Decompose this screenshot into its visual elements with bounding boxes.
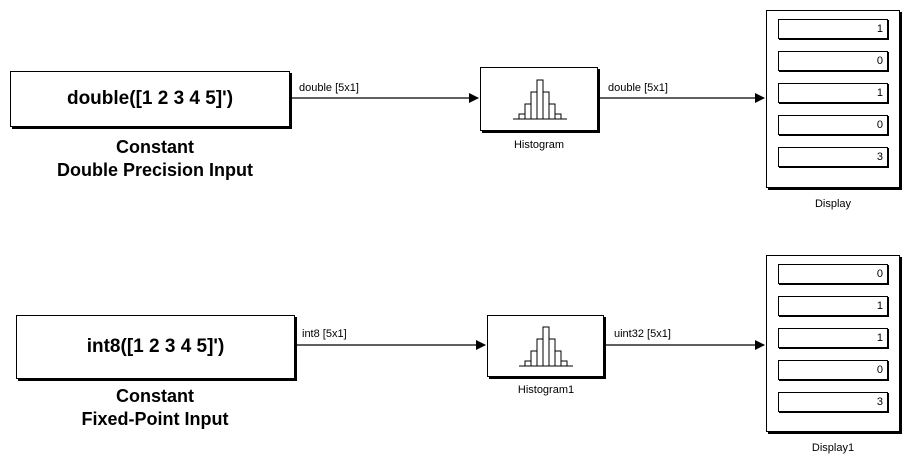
histogram1-block[interactable] xyxy=(487,315,604,377)
display-cell: 3 xyxy=(778,392,888,412)
caption-line-1: Constant xyxy=(116,137,194,157)
histogram-block[interactable] xyxy=(480,67,598,131)
histogram-label: Histogram xyxy=(513,139,565,151)
display-cell: 0 xyxy=(778,360,888,380)
constant-block-caption: Constant Double Precision Input xyxy=(0,136,310,182)
constant-block-int8[interactable]: int8([1 2 3 4 5]') xyxy=(16,315,295,379)
histogram-icon xyxy=(513,79,567,120)
signal-label-out: double [5x1] xyxy=(608,82,668,94)
display-cell: 1 xyxy=(778,19,888,39)
histogram-label: Histogram1 xyxy=(517,384,575,396)
display-cell: 1 xyxy=(778,83,888,103)
display-label: Display xyxy=(814,198,852,210)
signal-label-in: int8 [5x1] xyxy=(302,328,347,340)
display-cell: 0 xyxy=(778,51,888,71)
display-block[interactable]: 1 0 1 0 3 xyxy=(766,10,900,188)
caption-line-2: Fixed-Point Input xyxy=(81,409,229,429)
constant-expression: int8([1 2 3 4 5]') xyxy=(86,336,225,357)
caption-line-1: Constant xyxy=(116,386,194,406)
signal-label-out: uint32 [5x1] xyxy=(614,328,671,340)
constant-block-caption: Constant Fixed-Point Input xyxy=(0,385,310,431)
constant-block-double[interactable]: double([1 2 3 4 5]') xyxy=(10,71,290,127)
signal-label-in: double [5x1] xyxy=(299,82,359,94)
display-cell: 1 xyxy=(778,296,888,316)
display-cell: 3 xyxy=(778,147,888,167)
display-label: Display1 xyxy=(811,442,855,454)
caption-line-2: Double Precision Input xyxy=(56,160,253,180)
constant-expression: double([1 2 3 4 5]') xyxy=(66,88,234,109)
histogram-icon xyxy=(519,326,573,367)
display-cell: 0 xyxy=(778,115,888,135)
display-cell: 1 xyxy=(778,328,888,348)
display1-block[interactable]: 0 1 1 0 3 xyxy=(766,255,900,432)
display-cell: 0 xyxy=(778,264,888,284)
